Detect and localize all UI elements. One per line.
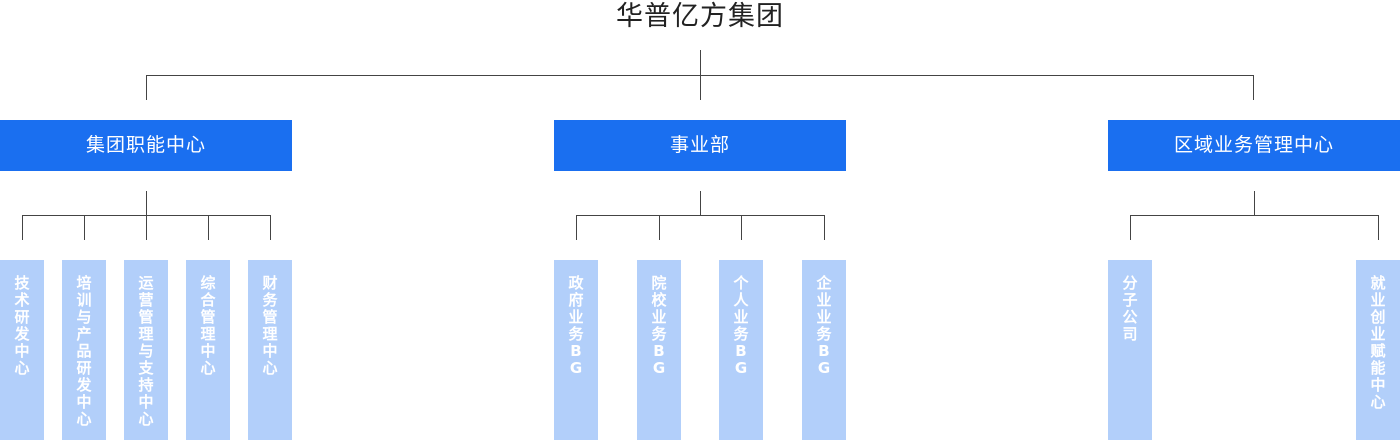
unit-label: 财务管理中心 xyxy=(262,274,278,377)
unit-label: 技术研发中心 xyxy=(14,274,30,377)
unit-box-employment-enablement-center: 就业创业赋能中心 xyxy=(1356,260,1400,440)
dept-box-business-division: 事业部 xyxy=(554,120,846,171)
dept3-unit-connector xyxy=(1378,215,1379,240)
dept1-unit-connector xyxy=(84,215,85,240)
dept2-unit-connector xyxy=(824,215,825,240)
dept1-unit-connector xyxy=(22,215,23,240)
unit-box-operations-support-center: 运营管理与支持中心 xyxy=(124,260,168,440)
unit-box-training-product-rd-center: 培训与产品研发中心 xyxy=(62,260,106,440)
unit-label: 政府业务BG xyxy=(568,274,584,377)
unit-label: 综合管理中心 xyxy=(200,274,216,377)
dept3-bus-line xyxy=(1130,215,1379,216)
unit-label: 运营管理与支持中心 xyxy=(138,274,154,428)
unit-label: 院校业务BG xyxy=(651,274,667,377)
unit-label: 企业业务BG xyxy=(816,274,832,377)
unit-box-academic-bg: 院校业务BG xyxy=(637,260,681,440)
dept2-unit-connector xyxy=(576,215,577,240)
dept1-unit-connector xyxy=(270,215,271,240)
dept-box-group-functions: 集团职能中心 xyxy=(0,120,292,171)
dept1-unit-connector xyxy=(208,215,209,240)
dept-connector-2 xyxy=(700,75,701,100)
unit-box-subsidiaries: 分子公司 xyxy=(1108,260,1152,440)
dept2-unit-connector xyxy=(741,215,742,240)
unit-label: 就业创业赋能中心 xyxy=(1370,274,1386,411)
unit-label: 培训与产品研发中心 xyxy=(76,274,92,428)
unit-label: 个人业务BG xyxy=(733,274,749,377)
unit-box-general-management-center: 综合管理中心 xyxy=(186,260,230,440)
unit-box-personal-bg: 个人业务BG xyxy=(719,260,763,440)
unit-box-government-bg: 政府业务BG xyxy=(554,260,598,440)
dept2-connector-down xyxy=(700,191,701,215)
root-connector-down xyxy=(700,50,701,75)
dept2-unit-connector xyxy=(659,215,660,240)
dept-connector-3 xyxy=(1253,75,1254,100)
unit-box-enterprise-bg: 企业业务BG xyxy=(802,260,846,440)
unit-box-tech-rd-center: 技术研发中心 xyxy=(0,260,44,440)
dept-connector-1 xyxy=(146,75,147,100)
dept2-bus-line xyxy=(576,215,825,216)
dept1-unit-connector xyxy=(146,215,147,240)
dept3-connector-down xyxy=(1254,191,1255,215)
dept1-connector-down xyxy=(146,191,147,215)
unit-label: 分子公司 xyxy=(1122,274,1138,343)
dept3-unit-connector xyxy=(1130,215,1131,240)
org-root-title: 华普亿方集团 xyxy=(616,1,784,32)
unit-box-finance-center: 财务管理中心 xyxy=(248,260,292,440)
dept-box-regional-management: 区域业务管理中心 xyxy=(1108,120,1400,171)
